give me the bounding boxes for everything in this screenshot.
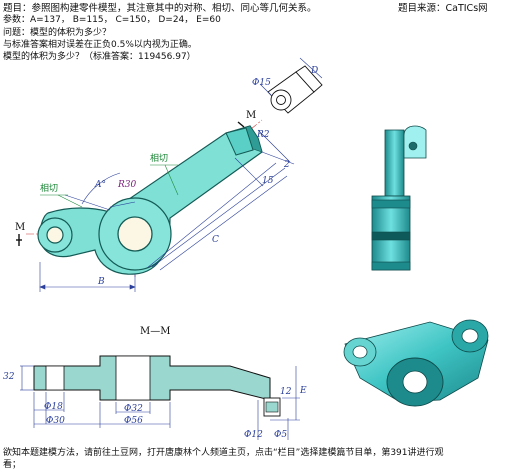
isometric-view <box>343 319 489 407</box>
problem-title: 题目：参照图构建零件模型，其注意其中的对称、相切、同心等几何关系。 <box>3 3 317 14</box>
problem-params: 参数：A=137， B=115， C=150， D=24， E=60 <box>3 15 221 25</box>
label-dim-e: E <box>300 386 307 396</box>
label-phi12: Φ12 <box>244 430 263 440</box>
label-dim-b: B <box>98 277 105 287</box>
tangent-annotations <box>40 164 179 208</box>
label-r2: R2 <box>257 130 270 140</box>
side-view <box>371 125 427 271</box>
label-tangent-2: 相切 <box>40 184 59 194</box>
section-markers <box>16 121 245 246</box>
label-dim-15: 15 <box>262 176 274 186</box>
label-dim-32: 32 <box>3 372 15 382</box>
label-tangent-1: 相切 <box>150 154 169 164</box>
label-phi32: Φ32 <box>124 404 143 414</box>
problem-tolerance: 与标准答案相对误差在正负0.5%以内视为正确。 <box>3 40 197 50</box>
label-phi18: Φ18 <box>44 402 63 412</box>
problem-source: 题目来源：CaTICs网 <box>398 3 488 14</box>
problem-answer: 模型的体积为多少？（标准答案：119456.97） <box>3 52 196 62</box>
footer-line-2: 看； <box>3 460 22 470</box>
label-dim-c: C <box>212 235 219 245</box>
front-view <box>26 119 263 278</box>
label-phi56: Φ56 <box>124 416 143 426</box>
label-section-title: M—M <box>140 326 171 337</box>
label-section-m-top: M <box>246 110 257 121</box>
label-dim-12: 12 <box>280 387 292 397</box>
label-angle-a: A° <box>95 180 106 190</box>
label-phi30: Φ30 <box>46 416 65 426</box>
label-phi15: Φ15 <box>252 78 271 88</box>
label-dim-d: D <box>311 66 319 76</box>
label-dim-2: 2 <box>284 160 290 170</box>
footer-line-1: 欲知本题建模方法，请前往土豆网，打开唐康林个人频道主页，点击“栏目”选择建模篇节… <box>3 448 444 458</box>
label-section-m-left: M <box>15 222 26 233</box>
front-view-dimensions <box>39 129 295 292</box>
section-view <box>20 355 300 440</box>
detail-view <box>259 57 323 114</box>
label-r30: R30 <box>118 180 137 190</box>
problem-question: 问题：模型的体积为多少？ <box>3 28 112 38</box>
label-phi5: Φ5 <box>274 430 288 440</box>
